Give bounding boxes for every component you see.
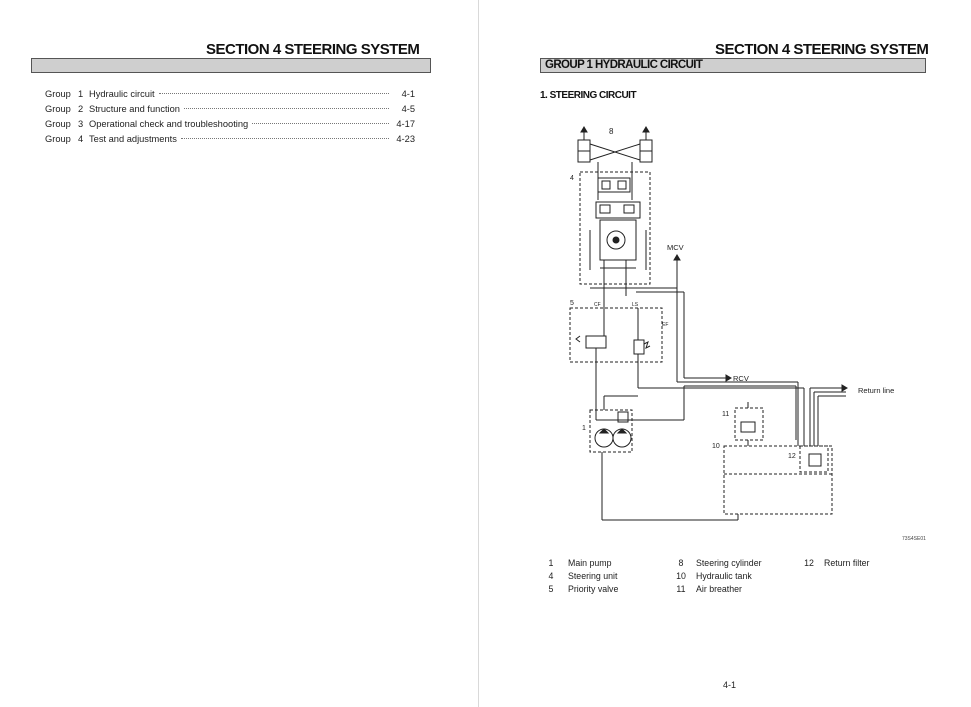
legend-column-3: 12 Return filter	[800, 558, 869, 571]
steering-cylinder-right	[639, 126, 653, 163]
label-return-line: Return line	[858, 386, 894, 395]
legend-column-2: 8 Steering cylinder 10 Hydraulic tank 11 Ai…	[672, 558, 762, 597]
toc-row[interactable]: Group 2 Structure and function 4-5	[45, 104, 415, 119]
page-number: 4-1	[723, 680, 737, 690]
label-rcv: RCV	[733, 374, 749, 383]
legend-item: 1 Main pump	[542, 558, 618, 571]
page-divider	[478, 0, 479, 707]
legend-item: 11 Air breather	[672, 584, 762, 597]
label-n12: 12	[788, 453, 796, 460]
left-section-title: SECTION 4 STEERING SYSTEM	[206, 41, 420, 58]
main-pump-box	[589, 409, 633, 453]
label-n4: 4	[570, 175, 574, 182]
toc-title: Operational check and troubleshooting	[89, 119, 249, 129]
return-filter-box	[799, 445, 829, 473]
legend-number: 5	[548, 584, 554, 594]
legend-label: Return filter	[824, 558, 870, 568]
toc-leader-dots	[158, 93, 389, 94]
group-title: GROUP 1 HYDRAULIC CIRCUIT	[545, 59, 703, 71]
label-ls: LS	[632, 302, 639, 308]
priority-valve-box	[569, 307, 663, 363]
legend-label: Air breather	[696, 584, 742, 594]
toc-group-label: Group	[45, 104, 71, 114]
label-n11: 11	[722, 411, 729, 418]
metering-unit	[599, 219, 637, 261]
legend-number: 12	[804, 558, 814, 568]
hydraulic-circuit-diagram: 8 4 MCV 5 CF LS EF RCV	[569, 126, 894, 521]
toc-page: 4-5	[401, 104, 415, 114]
legend-number: 1	[548, 558, 554, 568]
legend-column-1: 1 Main pump 4 Steering unit 5 Priority valv…	[542, 558, 619, 597]
legend-number: 11	[676, 584, 686, 594]
toc-page: 4-23	[396, 134, 415, 144]
figure-code: 73S4SE01	[902, 536, 926, 542]
label-cf: CF	[594, 302, 601, 308]
legend-label: Hydraulic tank	[696, 571, 752, 581]
label-mcv: MCV	[667, 243, 684, 252]
legend-item: 12 Return filter	[800, 558, 869, 571]
toc-group-label: Group	[45, 89, 71, 99]
steering-cylinder-left	[577, 126, 591, 163]
legend-item: 10 Hydraulic tank	[672, 571, 762, 584]
steering-unit-box	[579, 171, 651, 285]
label-n10: 10	[712, 443, 720, 450]
label-ef: EF	[662, 322, 668, 328]
legend-label: Main pump	[568, 558, 612, 568]
legend-item: 5 Priority valve	[542, 584, 619, 597]
toc-row[interactable]: Group 1 Hydraulic circuit 4-1	[45, 89, 415, 104]
hydraulic-tank-box	[723, 445, 833, 515]
toc-group-label: Group	[45, 134, 71, 144]
control-valve-block	[595, 201, 641, 219]
priority-spool	[585, 335, 607, 349]
legend-label: Priority valve	[568, 584, 619, 594]
toc-page: 4-1	[401, 89, 415, 99]
right-section-title: SECTION 4 STEERING SYSTEM	[715, 41, 929, 58]
label-n1: 1	[582, 425, 586, 432]
toc-group-number: 1	[78, 89, 84, 99]
relief-valve-block	[597, 177, 631, 193]
label-n8: 8	[609, 127, 614, 136]
toc-leader-dots	[180, 138, 389, 139]
legend-label: Steering unit	[568, 571, 618, 581]
group-title-bar: GROUP 1 HYDRAULIC CIRCUIT	[540, 58, 926, 73]
toc-page: 4-17	[396, 119, 415, 129]
legend-label: Steering cylinder	[696, 558, 762, 568]
legend-number: 10	[676, 571, 686, 581]
toc-title: Structure and function	[89, 104, 180, 114]
legend-number: 4	[548, 571, 554, 581]
legend-number: 8	[678, 558, 684, 568]
toc-title: Test and adjustments	[89, 134, 177, 144]
legend-item: 4 Steering unit	[542, 571, 618, 584]
toc-group-number: 2	[78, 104, 84, 114]
toc-row[interactable]: Group 4 Test and adjustments 4-23	[45, 134, 415, 149]
toc-leader-dots	[252, 123, 389, 124]
toc-group-number: 3	[78, 119, 84, 129]
toc-leader-dots	[183, 108, 389, 109]
toc-row[interactable]: Group 3 Operational check and troublesho…	[45, 119, 415, 134]
toc-title: Hydraulic circuit	[89, 89, 155, 99]
toc-group-label: Group	[45, 119, 71, 129]
left-header-bar	[31, 58, 431, 73]
cylinder-cross-line-b	[589, 143, 641, 161]
subheading: 1. STEERING CIRCUIT	[540, 90, 637, 101]
table-of-contents: Group 1 Hydraulic circuit 4-1 Group 2 St…	[45, 89, 415, 149]
label-n5: 5	[570, 300, 574, 307]
toc-group-number: 4	[78, 134, 84, 144]
ls-relief	[633, 339, 645, 355]
air-breather-box	[734, 407, 764, 441]
legend-item: 8 Steering cylinder	[672, 558, 762, 571]
